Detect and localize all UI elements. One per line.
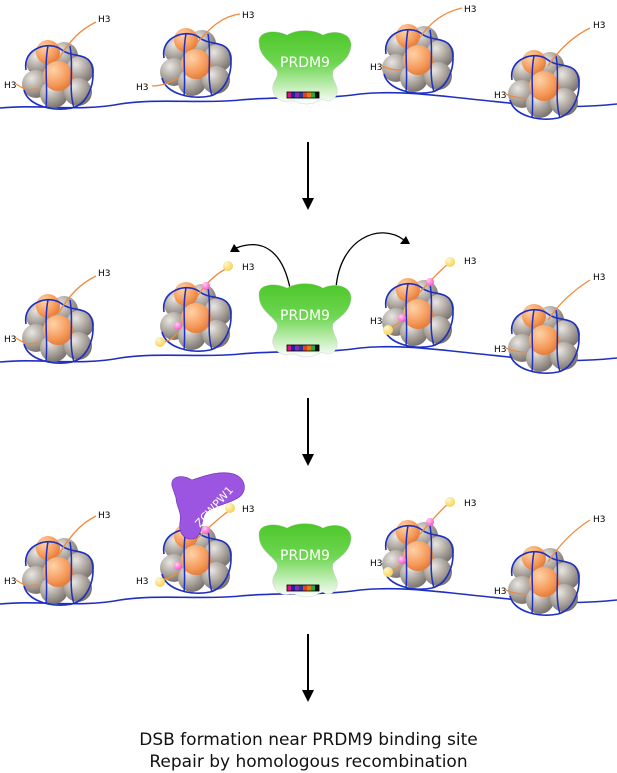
methyl-mark-yellow [445, 257, 455, 267]
histone-tail [15, 83, 39, 91]
histone-label: H3 [593, 21, 606, 31]
histone-tail [195, 13, 241, 45]
histone-label: H3 [98, 15, 111, 25]
caption-line-1: DSB formation near PRDM9 binding site [139, 730, 478, 750]
histone-label: H3 [4, 577, 17, 587]
nucleosome [21, 39, 95, 111]
histone-tail [417, 7, 463, 41]
histone-tail [505, 93, 527, 99]
histone-label: H3 [494, 345, 507, 355]
histone-label: H3 [370, 559, 383, 569]
prdm9-label: PRDM9 [280, 55, 330, 71]
caption-line-2: Repair by homologous recombination [149, 752, 468, 772]
histone-label: H3 [464, 257, 477, 267]
methyl-mark-pink [398, 314, 406, 322]
histone-label: H3 [242, 11, 255, 21]
nucleosome [159, 281, 233, 353]
methyl-mark-yellow [445, 497, 455, 507]
methylation-arrow-left [235, 244, 291, 289]
histone-label: H3 [464, 499, 477, 509]
histone-label: H3 [98, 511, 111, 521]
histone-label: H3 [464, 5, 477, 15]
binding-motif [286, 91, 320, 99]
methyl-mark-pink [174, 562, 182, 570]
histone-label: H3 [242, 505, 255, 515]
histone-tail [547, 27, 591, 67]
panel-3: H3 H3 H3 H3 ZCWPW1 PRDM9 [0, 472, 617, 617]
methyl-mark-yellow [155, 577, 165, 587]
histone-label: H3 [242, 263, 255, 273]
nucleosome [21, 293, 95, 365]
methyl-mark-pink [202, 526, 210, 534]
arrowhead [230, 244, 240, 252]
histone-label: H3 [4, 81, 17, 91]
nucleosome [507, 545, 581, 617]
histone-tail [15, 337, 39, 345]
histone-tail [57, 515, 97, 557]
process-arrow [302, 634, 314, 702]
histone-tail [57, 21, 97, 61]
methyl-mark-pink [174, 322, 182, 330]
nucleosome [159, 27, 233, 99]
histone-tail [381, 65, 401, 71]
methylation-arrow-right [335, 232, 405, 289]
histone-label: H3 [494, 587, 507, 597]
prdm9-label: PRDM9 [280, 308, 330, 324]
nucleosome [507, 49, 581, 121]
panel-1: H3 H3 H3 H3 PRDM9 H3 H3 H3 H3 [0, 5, 617, 121]
histone-label: H3 [98, 269, 111, 279]
arrowhead [400, 236, 410, 244]
histone-tail [505, 347, 527, 353]
nucleosome [381, 519, 455, 591]
histone-tail [195, 267, 229, 299]
nucleosome [381, 277, 455, 349]
nucleosome [381, 23, 455, 95]
methyl-mark-yellow [225, 503, 235, 513]
methyl-mark-yellow [223, 261, 233, 271]
panel-2: H3 H3 H3 PRDM9 H3 [0, 232, 617, 375]
methyl-mark-pink [202, 282, 210, 290]
histone-label: H3 [593, 515, 606, 525]
binding-motif [286, 344, 320, 352]
methyl-mark-yellow [383, 325, 393, 335]
nucleosome [507, 303, 581, 375]
methyl-mark-yellow [383, 567, 393, 577]
histone-tail [505, 589, 527, 595]
process-arrow [302, 142, 314, 210]
histone-label: H3 [370, 63, 383, 73]
binding-motif [286, 584, 320, 592]
histone-label: H3 [136, 83, 149, 93]
histone-tail [195, 509, 231, 541]
methyl-mark-pink [426, 518, 434, 526]
histone-tail [151, 77, 179, 87]
prdm9-label: PRDM9 [280, 548, 330, 564]
methyl-mark-pink [398, 556, 406, 564]
methyl-mark-yellow [155, 337, 165, 347]
histone-label: H3 [370, 317, 383, 327]
histone-tail [547, 519, 591, 563]
process-arrow [302, 398, 314, 466]
histone-label: H3 [593, 273, 606, 283]
histone-label: H3 [136, 577, 149, 587]
histone-label: H3 [4, 335, 17, 345]
histone-tail [57, 275, 97, 315]
histone-label: H3 [494, 91, 507, 101]
methyl-mark-pink [426, 278, 434, 286]
nucleosome [21, 535, 95, 607]
histone-tail [547, 279, 591, 321]
histone-tail [15, 579, 39, 587]
